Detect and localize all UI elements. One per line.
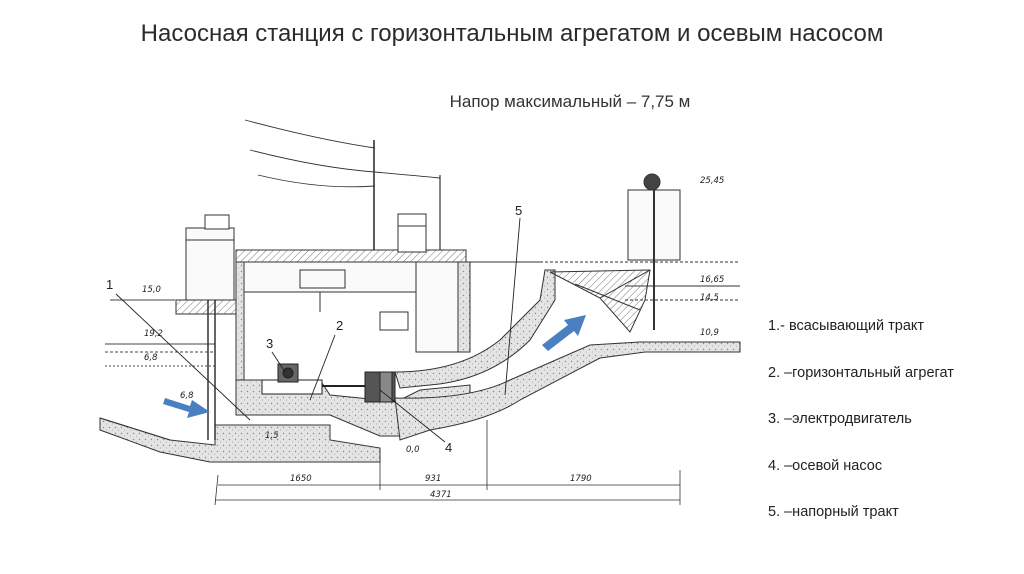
elevation-6-8-a: 6,8 [144,353,158,363]
flow-arrow-outlet [542,315,586,351]
pump-house [235,213,471,383]
callout-4: 4 [445,440,452,455]
legend-item-suction: 1.- всасывающий тракт [768,318,925,334]
elevation-6-8-b: 6,8 [180,391,194,401]
callout-1: 1 [106,277,113,292]
elevation-19-2: 19,2 [144,329,163,339]
motor-assembly [261,363,396,403]
legend-item-motor: 3. –электродвигатель [768,411,912,427]
callout-leaders [115,217,521,443]
elevation-1-5: 1,5 [265,431,279,441]
callout-5: 5 [515,203,522,218]
elevation-15-0: 15,0 [142,285,161,295]
elevation-14-5: 14,5 [700,293,719,303]
intake-tower [175,214,237,440]
callout-2: 2 [336,318,343,333]
power-lines [244,119,441,250]
elevation-25-45: 25,45 [700,176,724,186]
dimension-1650: 1650 [290,474,312,484]
legend-item-discharge: 5. –напорный тракт [768,504,899,520]
legend-item-horizontal-unit: 2. –горизонтальный агрегат [768,364,954,381]
dimension-931: 931 [425,474,441,484]
discharge-channel [394,269,741,441]
elevation-16-65: 16,65 [700,275,724,285]
callout-3: 3 [266,336,273,351]
page-title: Насосная станция с горизонтальным агрега… [140,20,884,47]
elevation-10-9: 10,9 [700,328,719,338]
intake-ground [99,417,381,463]
page-subtitle: Напор максимальный – 7,75 м [449,92,691,111]
legend: 1.- всасывающий тракт 2. –горизонтальный… [768,318,1018,551]
water-levels-left [105,299,215,367]
flow-arrow-inlet [163,398,210,418]
outlet-gate [465,173,740,333]
legend-item-axial-pump: 4. –осевой насос [768,457,883,474]
dimension-lines [214,420,681,506]
dimension-1790: 1790 [570,474,592,484]
elevation-0-0: 0,0 [406,445,420,455]
dimension-4371: 4371 [430,490,452,500]
